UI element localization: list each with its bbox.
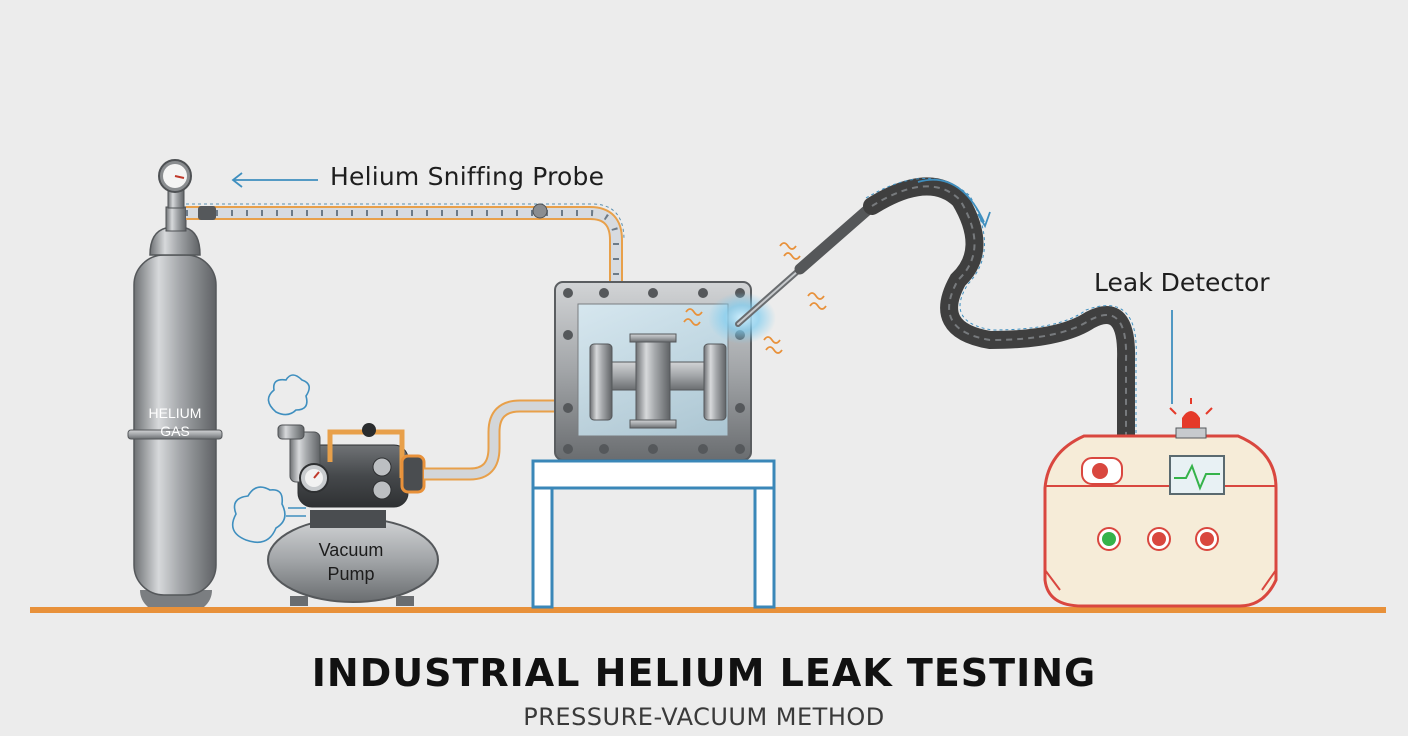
detector-hose xyxy=(863,177,1137,445)
leak-wave-icon xyxy=(683,242,827,354)
page-subtitle: PRESSURE-VACUUM METHOD xyxy=(523,703,885,731)
helium-cylinder: HELIUM GAS xyxy=(127,189,223,607)
probe-label: Helium Sniffing Probe xyxy=(330,162,605,191)
cylinder-label-line1: HELIUM xyxy=(149,405,202,421)
vacuum-hose xyxy=(424,399,560,481)
test-table xyxy=(531,459,776,609)
hose-valve-icon xyxy=(198,203,548,220)
pump-label-line2: Pump xyxy=(327,564,374,584)
test-chamber xyxy=(554,281,752,461)
pump-label-line1: Vacuum xyxy=(319,540,384,560)
cylinder-label-line2: GAS xyxy=(160,423,190,439)
leak-detector xyxy=(1043,434,1278,608)
vacuum-pump: Vacuum Pump xyxy=(267,423,439,606)
supply-hose xyxy=(186,203,625,320)
exhaust-cloud-icon xyxy=(231,374,310,544)
detector-label: Leak Detector xyxy=(1094,268,1270,297)
pressure-gauge-icon xyxy=(158,159,192,193)
probe-label-arrow xyxy=(231,172,318,188)
page-title: INDUSTRIAL HELIUM LEAK TESTING xyxy=(311,651,1097,695)
alarm-light-icon xyxy=(1169,398,1213,439)
sniffing-probe xyxy=(708,200,878,344)
floor-line xyxy=(30,607,1386,613)
flow-arrow-icon xyxy=(917,178,991,229)
